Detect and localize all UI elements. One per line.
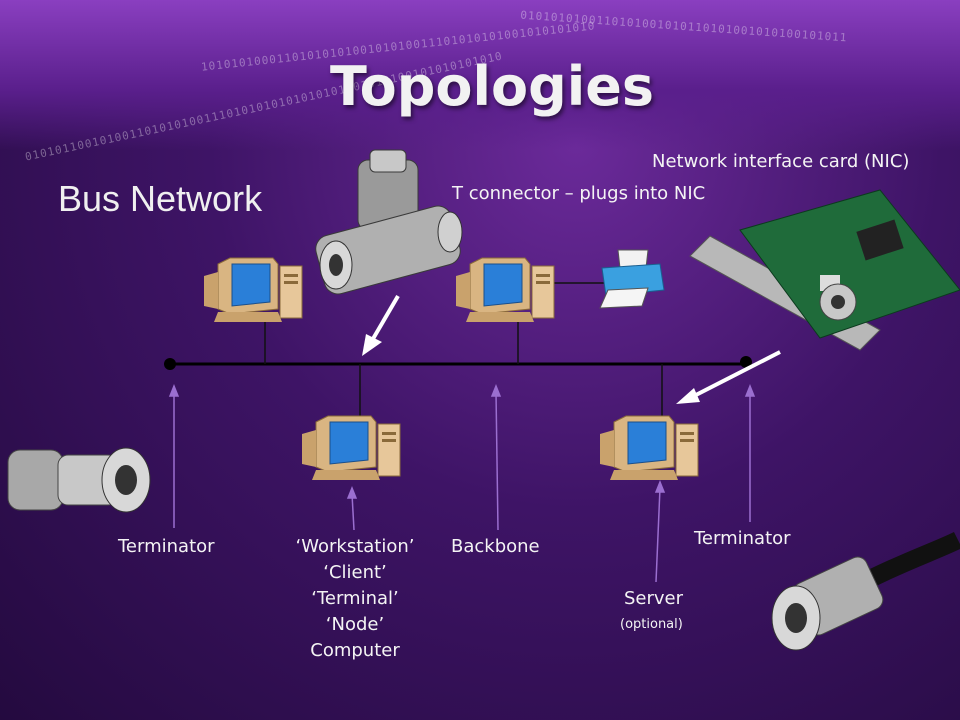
nic-card-image (689, 189, 960, 351)
nic-label: Network interface card (NIC) (652, 151, 910, 172)
t-connector-label: T connector – plugs into NIC (452, 183, 706, 204)
workstation-label: ‘Workstation’ (295, 536, 415, 557)
slide-title: Topologies (330, 55, 655, 118)
backbone-label: Backbone (451, 536, 540, 557)
bnc-t-connector-image (315, 149, 463, 295)
server-label: Server (624, 588, 684, 609)
computer-label: Computer (310, 640, 400, 661)
bnc-cable-image (771, 531, 960, 651)
node-label: ‘Node’ (325, 614, 385, 635)
computer-icon (455, 257, 555, 323)
terminator-right-label: Terminator (694, 528, 791, 549)
server-note-label: (optional) (620, 617, 683, 632)
computer-icon (203, 257, 303, 323)
terminal-label: ‘Terminal’ (311, 588, 399, 609)
printer-icon (599, 249, 665, 309)
computer-icon (301, 415, 401, 481)
terminator-left-label: Terminator (118, 536, 215, 557)
client-label: ‘Client’ (323, 562, 387, 583)
slide-subtitle: Bus Network (58, 178, 263, 219)
workstation-label-group: ‘Workstation’ ‘Client’ ‘Terminal’ ‘Node’… (275, 534, 435, 664)
terminator-plug-image (7, 447, 151, 513)
terminator-right-dot (740, 356, 752, 368)
header-band (0, 0, 960, 150)
terminator-left-dot (164, 358, 176, 370)
computer-icon (599, 415, 699, 481)
